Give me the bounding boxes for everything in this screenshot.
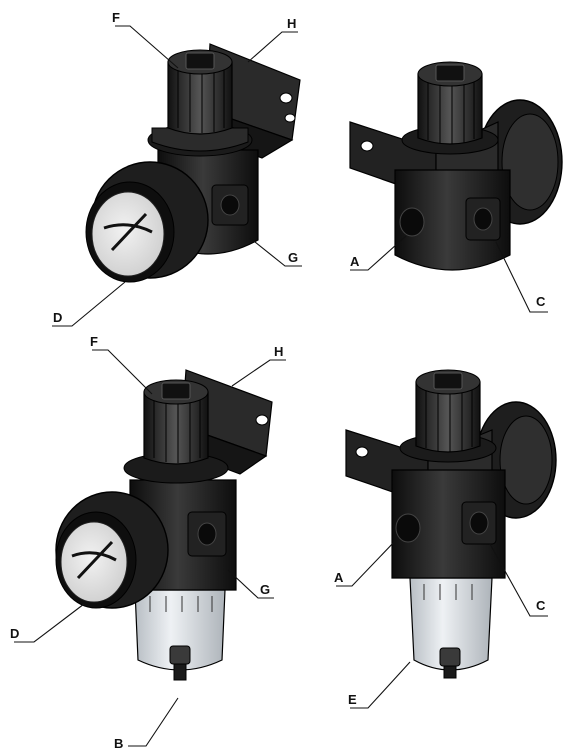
- filter-bowl-rear: [409, 577, 493, 679]
- filter-regulator-body-rear: [391, 469, 506, 579]
- leader-A: [350, 235, 407, 271]
- callout-G: G: [260, 582, 270, 597]
- leader-H: [231, 359, 286, 387]
- callout-C: C: [536, 598, 546, 613]
- callout-E: E: [348, 692, 357, 707]
- pressure-gauge: [85, 161, 209, 283]
- callout-A: A: [350, 254, 360, 269]
- filter-regulator-front-view: F H G D B: [10, 334, 286, 751]
- leader-A: [336, 539, 397, 587]
- leader-H: [247, 31, 298, 63]
- callout-H: H: [287, 16, 296, 31]
- callout-C: C: [536, 294, 546, 309]
- regulator-rear-view: A C: [349, 61, 563, 313]
- leader-G: [249, 237, 302, 267]
- callout-A: A: [334, 570, 344, 585]
- adjusting-knob-rear: [401, 61, 499, 155]
- regulator-body-rear: [394, 169, 511, 271]
- leader-F: [115, 25, 179, 69]
- leader-C: [489, 543, 548, 617]
- adjusting-knob: [147, 49, 253, 157]
- leader-D: [52, 281, 126, 327]
- callout-D: D: [10, 626, 19, 641]
- callout-G: G: [288, 250, 298, 265]
- leader-B: [128, 697, 179, 747]
- leader-E: [350, 661, 411, 709]
- callout-H: H: [274, 344, 283, 359]
- regulator-front-view: F H G D: [52, 10, 302, 327]
- callout-F: F: [112, 10, 120, 25]
- callout-F: F: [90, 334, 98, 349]
- callout-B: B: [114, 736, 123, 751]
- leader-F: [92, 349, 153, 395]
- pressure-gauge: [55, 491, 169, 609]
- adjusting-knob: [123, 379, 229, 484]
- leader-G: [227, 569, 274, 599]
- leader-C: [495, 241, 548, 313]
- filter-bowl: [134, 589, 226, 681]
- callout-D: D: [53, 310, 62, 325]
- adjusting-knob-rear: [399, 369, 497, 463]
- leader-D: [14, 603, 85, 643]
- filter-regulator-rear-view: A C E: [334, 369, 557, 709]
